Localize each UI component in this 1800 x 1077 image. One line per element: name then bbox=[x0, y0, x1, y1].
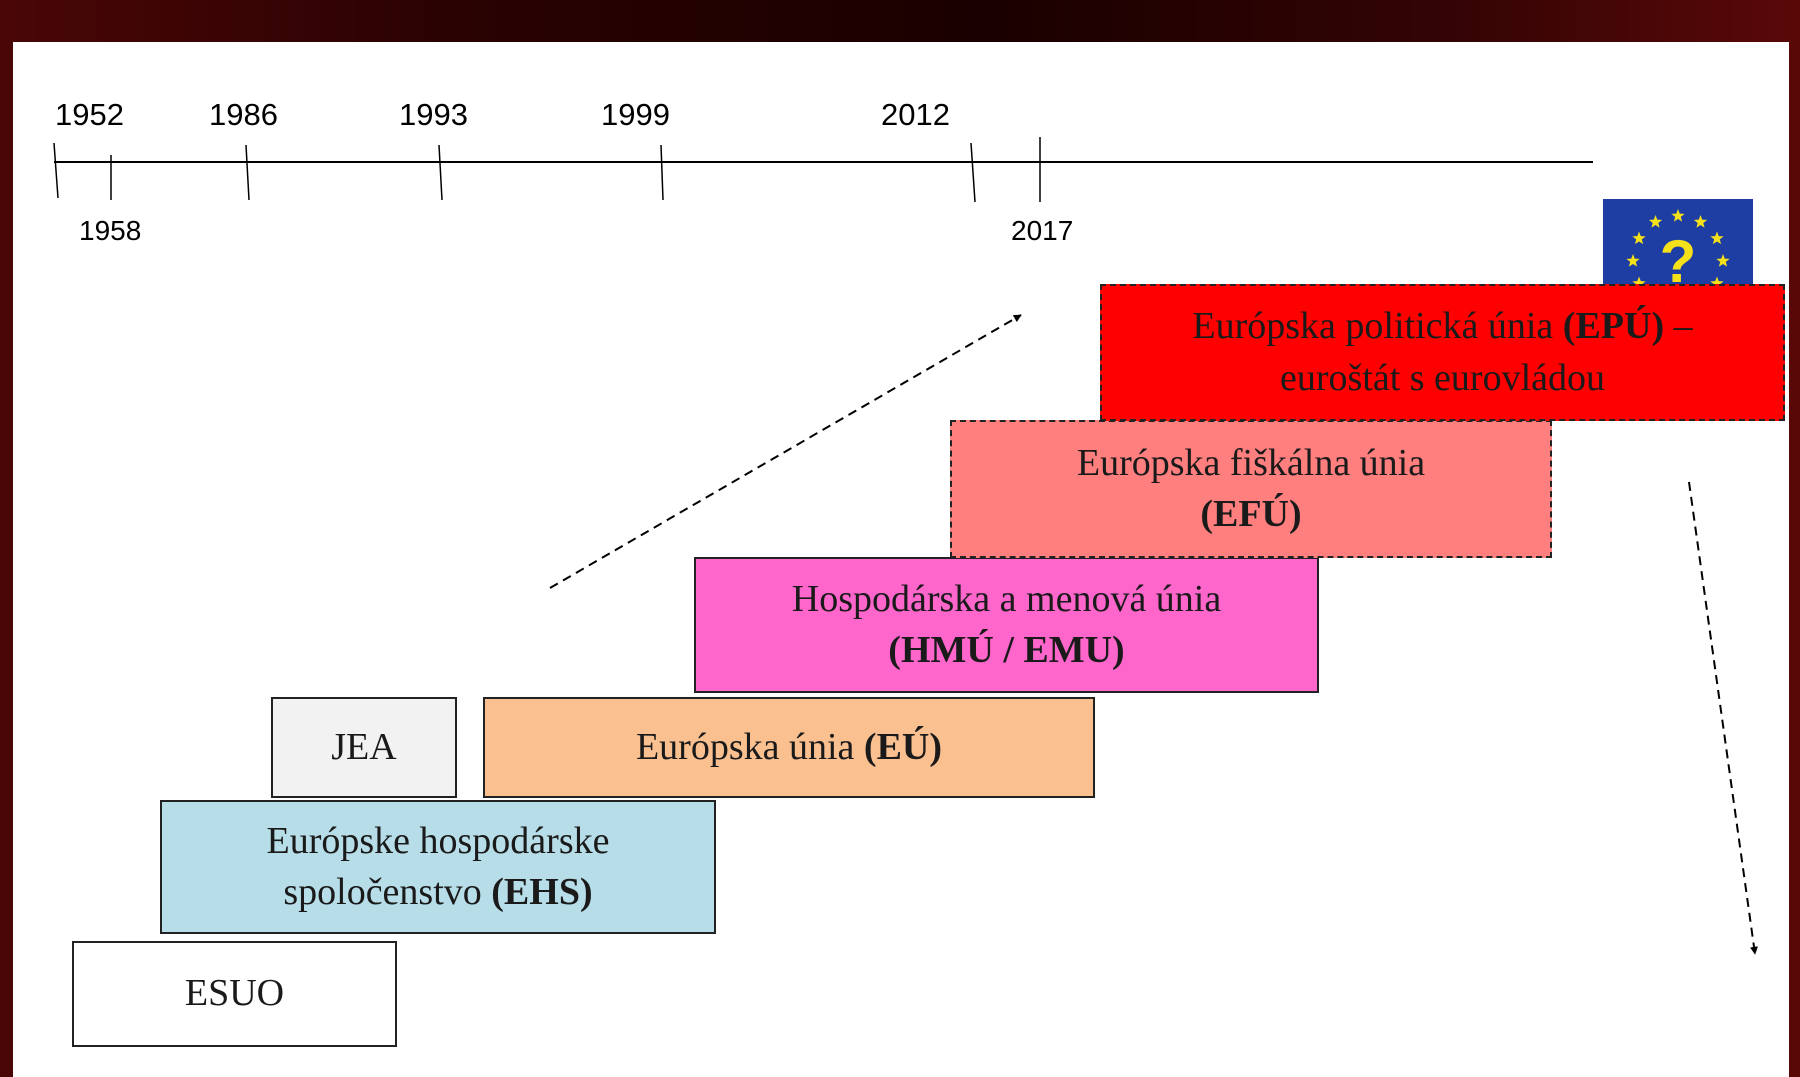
year-label-1986: 1986 bbox=[209, 97, 278, 132]
year-label-2017: 2017 bbox=[1011, 215, 1074, 246]
stage-ehs-abbr: (EHS) bbox=[491, 871, 593, 913]
stage-hmu: Hospodárska a menová únia (HMÚ / EMU) bbox=[694, 557, 1319, 693]
stage-ehs: Európske hospodárske spoločenstvo (EHS) bbox=[160, 800, 716, 934]
progress-arrow bbox=[549, 314, 1022, 589]
question-mark: ? bbox=[1659, 228, 1697, 295]
eu-star bbox=[1693, 215, 1708, 228]
stage-epu-line2: euroštát s eurovládou bbox=[1279, 356, 1605, 399]
stage-esuo: ESUO bbox=[72, 941, 397, 1047]
arrows-layer bbox=[549, 314, 1758, 955]
stage-eu-text: Európska únia bbox=[635, 725, 864, 768]
stage-ehs-line1: Európske hospodárske bbox=[266, 819, 610, 862]
timeline bbox=[53, 137, 1593, 203]
eu-star bbox=[1671, 209, 1685, 222]
stage-epu-line1-text: Európska politická únia bbox=[1192, 305, 1563, 348]
stage-eu-abbr: (EÚ) bbox=[863, 725, 943, 768]
stage-hmu-text: Hospodárska a menová únia (HMÚ / EMU) bbox=[792, 574, 1222, 677]
stage-efu: Európska fiškálna únia (EFÚ) bbox=[950, 420, 1552, 558]
eu-star bbox=[1648, 215, 1663, 228]
eu-star bbox=[1632, 276, 1646, 290]
stage-epu-dash: – bbox=[1664, 305, 1693, 348]
year-label-1952: 1952 bbox=[55, 97, 124, 132]
stage-ehs-text: Európske hospodárske spoločenstvo (EHS) bbox=[267, 816, 610, 919]
tick-2012 bbox=[970, 142, 976, 203]
stage-ehs-line2: spoločenstvo (EHS) bbox=[267, 867, 610, 918]
stage-ehs-line2-text: spoločenstvo bbox=[283, 871, 492, 913]
stage-jea: JEA bbox=[271, 697, 457, 798]
stage-epu-abbr: (EPÚ) bbox=[1562, 305, 1665, 348]
stage-efu-text: Európska fiškálna únia (EFÚ) bbox=[1077, 438, 1425, 541]
eu-star bbox=[1632, 231, 1646, 245]
eu-star bbox=[1626, 254, 1640, 267]
slide-content: 1952 1986 1993 1999 2012 1958 2017 ? ESU… bbox=[13, 42, 1789, 1077]
future-arrow bbox=[1688, 481, 1758, 955]
year-label-1958: 1958 bbox=[79, 215, 142, 246]
eu-star bbox=[1716, 254, 1730, 267]
stage-eu: Európska únia (EÚ) bbox=[483, 697, 1095, 798]
stage-epu-line1: Európska politická únia (EPÚ) – bbox=[1192, 301, 1692, 352]
year-label-1993: 1993 bbox=[399, 97, 468, 132]
year-label-1999: 1999 bbox=[601, 97, 670, 132]
stage-jea-label: JEA bbox=[331, 725, 397, 768]
stage-hmu-line1: Hospodárska a menová únia bbox=[791, 577, 1222, 620]
tick-1986 bbox=[245, 144, 250, 201]
stage-efu-line1: Európska fiškálna únia bbox=[1076, 441, 1426, 484]
eu-star bbox=[1710, 276, 1724, 290]
stage-esuo-label: ESUO bbox=[184, 972, 285, 1015]
stage-epu: Európska politická únia (EPÚ) – euroštát… bbox=[1100, 284, 1785, 421]
stage-eu-label: Európska únia (EÚ) bbox=[636, 722, 942, 773]
tick-1999 bbox=[660, 144, 664, 201]
eu-star bbox=[1710, 231, 1724, 245]
tick-1993 bbox=[438, 144, 443, 201]
stage-hmu-abbr: (HMÚ / EMU) bbox=[888, 629, 1125, 671]
year-label-2012: 2012 bbox=[881, 97, 950, 132]
stage-efu-abbr: (EFÚ) bbox=[1200, 493, 1302, 535]
stage-epu-text: Európska politická únia (EPÚ) – euroštát… bbox=[1192, 301, 1692, 404]
tick-1952 bbox=[53, 142, 59, 199]
